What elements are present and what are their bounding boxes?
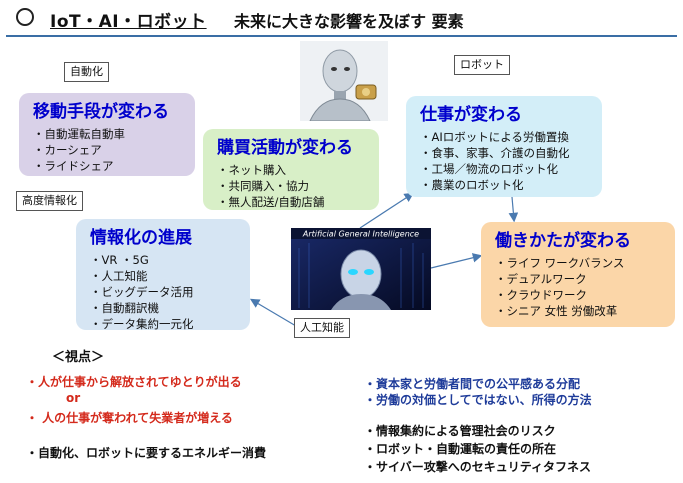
arrow-work-to-workstyle	[508, 196, 519, 223]
box-information-title: 情報化の進展	[90, 228, 192, 248]
agi-banner-text: Artificial General Intelligence	[302, 230, 419, 239]
viewpoint-black-1: ・情報集約による管理社会のリスク	[364, 424, 556, 438]
tag-robot: ロボット	[454, 55, 510, 75]
box-mobility-title: 移動手段が変わる	[33, 102, 169, 122]
viewpoint-red-2: ・ 人の仕事が奪われて失業者が増える	[26, 411, 233, 425]
list-item: VR ・5G	[90, 252, 240, 268]
tag-ai: 人工知能	[294, 318, 350, 338]
viewpoint-red-1: ・人が仕事から解放されてゆとりが出る	[26, 375, 242, 389]
list-item: デュアルワーク	[495, 271, 665, 287]
list-item: 工場／物流のロボット化	[420, 161, 592, 177]
list-item: 農業のロボット化	[420, 177, 592, 193]
viewpoint-black-2: ・ロボット・自動運転の責任の所在	[364, 442, 557, 456]
tag-automation: 自動化	[64, 62, 109, 82]
box-shopping: 購買活動が変わる ネット購入 共同購入・協力 無人配送/自動店舗	[203, 129, 379, 210]
list-item: 自動翻訳機	[90, 300, 240, 316]
page-subtitle: 未来に大きな影響を及ぼす 要素	[234, 12, 464, 31]
list-item: 自動運転自動車	[33, 126, 185, 142]
arrow-ai-to-info	[249, 298, 297, 327]
viewpoint-or: or	[66, 391, 81, 405]
header-divider	[6, 35, 677, 37]
robot-image	[300, 41, 388, 121]
list-item: ライフ ワークバランス	[495, 255, 665, 271]
list-item: ネット購入	[217, 162, 369, 178]
list-item: 共同購入・協力	[217, 178, 369, 194]
box-mobility: 移動手段が変わる 自動運転自動車 カーシェア ライドシェア	[19, 93, 195, 176]
box-work: 仕事が変わる AIロボットによる労働置換 食事、家事、介護の自動化 工場／物流の…	[406, 96, 602, 197]
box-workstyle-title: 働きかたが変わる	[495, 231, 631, 251]
list-item: カーシェア	[33, 142, 185, 158]
list-item: 無人配送/自動店舗	[217, 194, 369, 210]
title-circle-icon	[16, 8, 34, 26]
box-workstyle: 働きかたが変わる ライフ ワークバランス デュアルワーク クラウドワーク シニア…	[481, 222, 675, 327]
list-item: クラウドワーク	[495, 287, 665, 303]
arrow-agi-to-workstyle	[430, 253, 483, 269]
tag-advanced-info: 高度情報化	[16, 191, 83, 211]
list-item: 人工知能	[90, 268, 240, 284]
box-information: 情報化の進展 VR ・5G 人工知能 ビッグデータ活用 自動翻訳機 データ集約一…	[76, 219, 250, 332]
list-item: ライドシェア	[33, 158, 185, 174]
list-item: ビッグデータ活用	[90, 284, 240, 300]
viewpoint-energy: ・自動化、ロボットに要するエネルギー消費	[26, 446, 267, 460]
list-item: シニア 女性 労働改革	[495, 303, 665, 319]
list-item: 食事、家事、介護の自動化	[420, 145, 592, 161]
page-header: IoT・AI・ロボット 未来に大きな影響を及ぼす 要素	[8, 4, 676, 34]
viewpoint-blue-1: ・資本家と労働者間での公平感ある分配	[364, 377, 581, 391]
viewpoint-black-3: ・サイバー攻撃へのセキュリティタフネス	[364, 460, 592, 474]
viewpoint-blue-2: ・労働の対価としてではない、所得の方法	[364, 393, 592, 407]
agi-robot-image: Artificial General Intelligence	[291, 228, 431, 310]
list-item: AIロボットによる労働置換	[420, 129, 592, 145]
box-shopping-title: 購買活動が変わる	[217, 138, 353, 158]
page-title: IoT・AI・ロボット	[50, 12, 207, 32]
box-work-title: 仕事が変わる	[420, 105, 522, 125]
list-item: データ集約一元化	[90, 316, 240, 332]
viewpoint-heading: ＜視点＞	[52, 350, 105, 365]
